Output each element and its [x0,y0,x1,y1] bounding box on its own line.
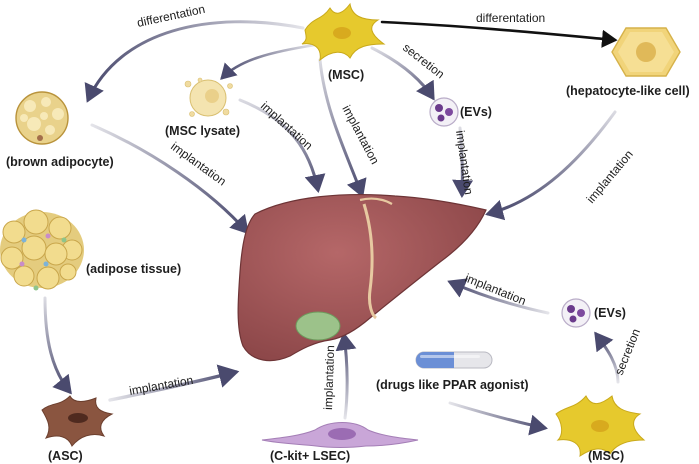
label-evs-right: (EVs) [594,306,626,320]
arrow-impl-hepatocyte [485,110,617,221]
arrow-adipose-asc [43,296,72,395]
asc-cell [41,395,114,447]
label-impl-brown: implantation [168,139,229,188]
arrow-impl-evs [452,126,474,198]
label-msc-lysate: (MSC lysate) [165,124,240,138]
arrow-secretion-right [594,331,620,384]
msc-lysate-icon [184,77,233,117]
node-labels: (MSC) (MSC lysate) (EVs) (hepatocyte-lik… [6,68,690,463]
arrow-impl-lysate [238,98,326,193]
label-ckit-lsec: (C-kit+ LSEC) [270,449,350,463]
arrow-diff-brown [84,20,305,103]
falciform-ligament [362,203,378,320]
arrow-impl-asc [108,364,240,402]
brown-adipocyte-icon [15,91,69,145]
lsec-cell [261,422,419,448]
arrow-secretion-top [370,46,435,101]
label-adipose-tissue: (adipose tissue) [86,262,181,276]
label-msc-top: (MSC) [328,68,364,82]
gallbladder [295,311,341,341]
label-msc-bottom: (MSC) [588,449,624,463]
label-impl-evs-right: implantation [463,271,528,308]
label-diff-right: differentation [476,11,545,25]
drug-capsule-icon [415,351,493,369]
arrow-diff-hepatocyte [380,20,618,48]
label-brown-adipocyte: (brown adipocyte) [6,155,114,169]
hepatocyte-icon [611,27,681,77]
arrow-msc-lysate [220,43,317,80]
evs-right-icon [561,298,591,328]
label-impl-asc: implantation [128,373,194,398]
adipose-tissue-icon [0,209,84,291]
label-secretion-top: secretion [400,40,447,81]
label-impl-evs: implantation [453,129,476,195]
label-drugs: (drugs like PPAR agonist) [376,378,529,392]
label-impl-lsec: implantation [321,345,337,410]
label-impl-lysate: implantation [258,99,315,153]
label-evs-top: (EVs) [460,105,492,119]
arrow-impl-lsec [335,332,357,420]
msc-top-cell [301,2,386,62]
msc-bottom-cell [555,395,646,458]
evs-top-icon [429,97,459,127]
arrow-impl-msc [318,58,367,198]
label-asc: (ASC) [48,449,83,463]
label-secretion-right: secretion [612,327,643,377]
arrow-drugs-msc [448,401,548,436]
arrow-impl-brown [90,123,249,235]
label-hepatocyte: (hepatocyte-like cell) [566,84,690,98]
arrow-impl-evs-right [447,278,550,315]
liver [237,193,487,362]
label-impl-hepatocyte: implantation [584,147,636,206]
arrows [43,20,620,436]
